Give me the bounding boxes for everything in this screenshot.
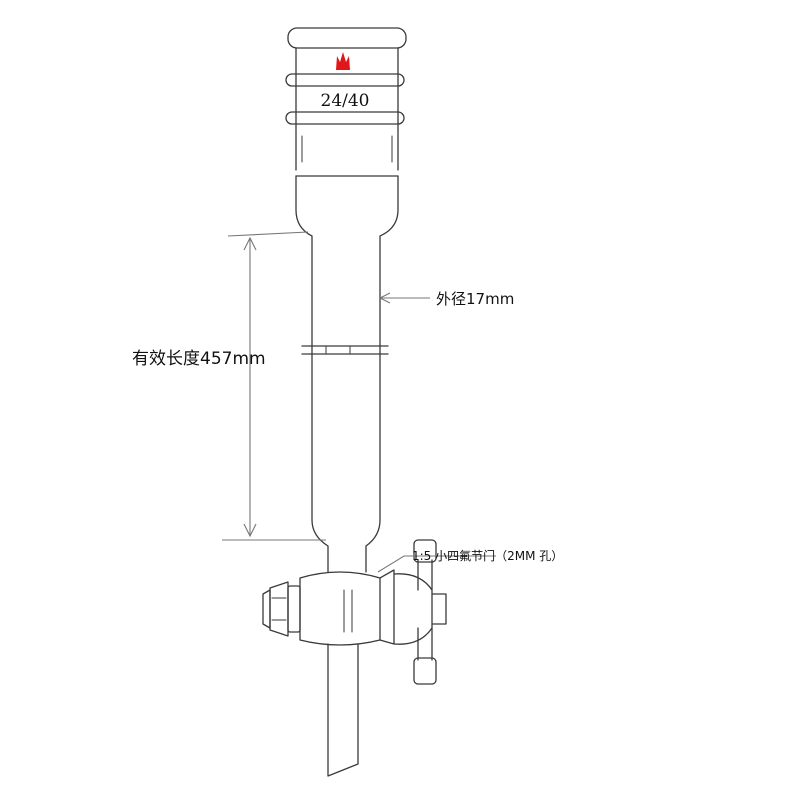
- joint-top-rim: [287, 27, 407, 49]
- joint-ring-upper: [285, 73, 405, 87]
- column-break-marks: [301, 345, 389, 355]
- stopcock-assembly: [262, 539, 447, 685]
- stopcock-washer: [287, 585, 301, 633]
- joint-frost-marks: [295, 135, 399, 163]
- column-break-ticks: [325, 345, 351, 355]
- drip-tip-outline: [327, 643, 359, 777]
- joint-size-label: 24/40: [321, 91, 370, 111]
- column-left-wall: [295, 175, 329, 573]
- stopcock-handle-tab: [431, 593, 447, 625]
- length-arrow-down: [243, 523, 257, 538]
- stopcock-handle-top: [413, 539, 437, 563]
- stopcock-label: 1:5 小四氟节门（2MM 孔）: [412, 548, 563, 563]
- stopcock-handle-bottom: [413, 657, 437, 685]
- stopcock-nut: [269, 581, 289, 637]
- stopcock-barrel: [299, 571, 381, 646]
- joint-ring-lower: [285, 111, 405, 125]
- column-right-wall: [365, 175, 399, 573]
- dimension-lines: [222, 231, 496, 573]
- stopcock-plug-body: [393, 573, 433, 645]
- outer-diameter-label: 外径17mm: [436, 290, 514, 308]
- effective-length-label: 有效长度457mm: [132, 349, 266, 369]
- ground-glass-joint: [285, 27, 407, 177]
- diameter-arrow: [378, 292, 391, 304]
- length-extension-top: [227, 231, 309, 237]
- column-body: [295, 175, 399, 573]
- stopcock-nut-threads: [271, 597, 287, 621]
- drip-tip: [327, 643, 359, 777]
- stopcock-nut-cap: [262, 589, 271, 629]
- stopcock-handle-stem: [417, 559, 433, 661]
- stopcock-right-collar: [379, 569, 395, 645]
- stopcock-leader-line: [377, 555, 496, 573]
- stopcock-bore: [343, 589, 353, 633]
- flame-logo-icon: [336, 52, 350, 70]
- length-arrow-up: [243, 236, 257, 251]
